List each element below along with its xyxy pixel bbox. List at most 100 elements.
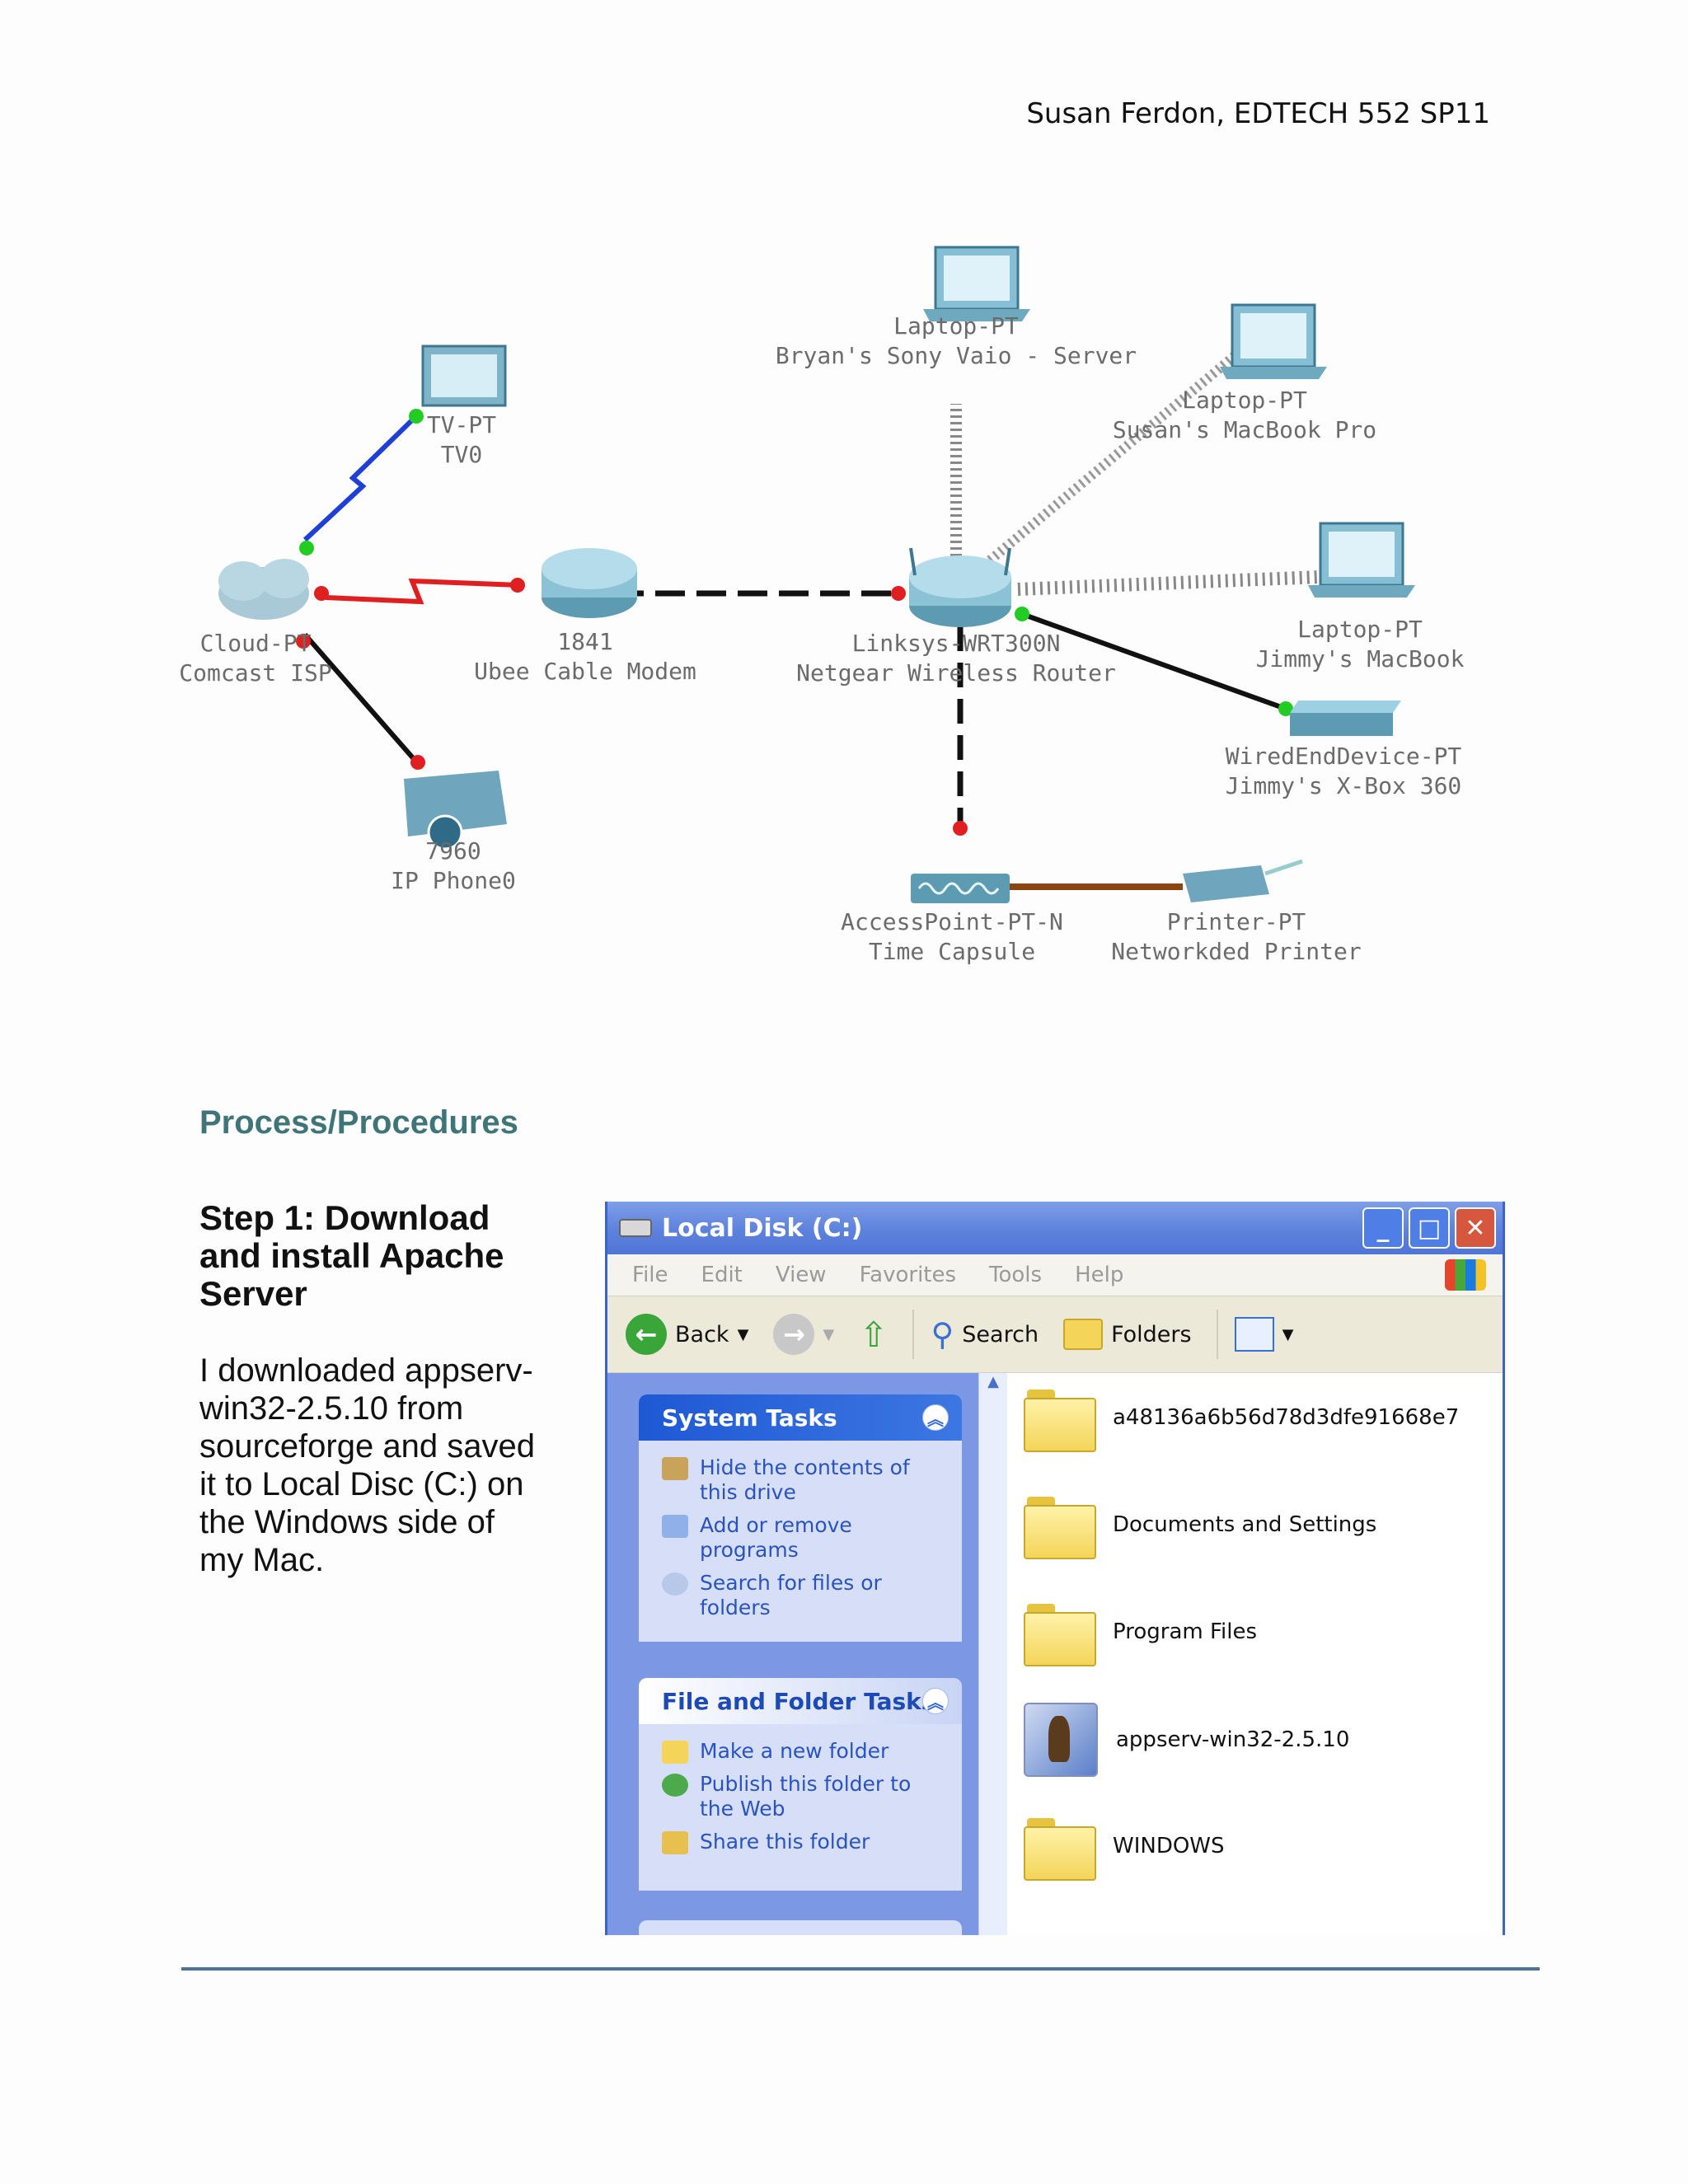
device-name-label: Comcast ISP	[179, 659, 331, 687]
device-name-label: TV0	[441, 441, 483, 468]
up-folder-button[interactable]: ⇧	[859, 1315, 888, 1355]
device-type-label: Printer-PT	[1167, 908, 1306, 935]
system-tasks-title: System Tasks	[662, 1404, 837, 1432]
forward-arrow-icon: →	[773, 1314, 815, 1355]
router-icon	[909, 547, 1011, 627]
page-header: Susan Ferdon, EDTECH 552 SP11	[1026, 97, 1490, 130]
task-add-remove-label: Add or remove programs	[700, 1513, 852, 1562]
task-pane-scrollbar[interactable]: ▲	[978, 1373, 1007, 1935]
device-type-label: TV-PT	[427, 411, 496, 438]
device-name-label: Jimmy's MacBook	[1256, 645, 1465, 673]
views-dropdown-icon: ▼	[1282, 1325, 1294, 1343]
device-type-label: 1841	[557, 628, 612, 655]
search-files-icon	[662, 1572, 688, 1596]
back-button[interactable]: ← Back ▼	[626, 1314, 748, 1355]
window-body: System Tasks ︽ Hide the contents of this…	[607, 1373, 1503, 1935]
tv-icon	[421, 344, 507, 407]
file-item[interactable]: appserv-win32-2.5.10	[1024, 1703, 1349, 1777]
task-publish-folder[interactable]: Publish this folder to the Web	[639, 1767, 962, 1825]
task-make-folder[interactable]: Make a new folder	[639, 1734, 962, 1767]
file-item[interactable]: Documents and Settings	[1024, 1493, 1377, 1559]
device-name-label: Time Capsule	[869, 938, 1035, 965]
task-hide-contents[interactable]: Hide the contents of this drive	[639, 1451, 962, 1508]
minimize-icon: _	[1376, 1213, 1390, 1243]
menu-file[interactable]: File	[632, 1263, 668, 1287]
folder-icon	[1024, 1493, 1096, 1559]
new-folder-icon	[662, 1741, 688, 1764]
publish-web-icon	[662, 1774, 688, 1797]
minimize-button[interactable]: _	[1362, 1207, 1404, 1249]
file-item[interactable]: WINDOWS	[1024, 1815, 1225, 1881]
file-folder-tasks-panel: File and Folder Tasks ︽ Make a new folde…	[639, 1678, 962, 1891]
device-name-label: Netgear Wireless Router	[796, 659, 1116, 687]
collapse-chevron-icon[interactable]: ︽	[922, 1404, 949, 1431]
forward-button[interactable]: → ▼	[773, 1314, 834, 1355]
menu-view[interactable]: View	[775, 1263, 827, 1287]
toolbar-separator	[1216, 1310, 1218, 1359]
task-add-remove-programs[interactable]: Add or remove programs	[639, 1508, 962, 1566]
task-share-folder-label: Share this folder	[700, 1830, 870, 1854]
device-name-label: Susan's MacBook Pro	[1113, 416, 1376, 443]
views-button[interactable]: ▼	[1234, 1317, 1294, 1352]
hide-contents-icon	[662, 1457, 688, 1480]
task-share-folder[interactable]: Share this folder	[639, 1825, 962, 1858]
views-icon	[1234, 1317, 1274, 1352]
back-label: Back	[675, 1321, 729, 1347]
folders-button[interactable]: Folders	[1063, 1319, 1192, 1350]
link-cloud-modem	[325, 578, 520, 605]
file-item[interactable]: a48136a6b56d78d3dfe91668e7	[1024, 1386, 1460, 1452]
maximize-button[interactable]: □	[1409, 1207, 1450, 1249]
file-name: WINDOWS	[1113, 1834, 1225, 1858]
device-type-label: Laptop-PT	[1297, 616, 1423, 643]
file-name: a48136a6b56d78d3dfe91668e7	[1113, 1405, 1460, 1430]
task-make-folder-label: Make a new folder	[700, 1739, 889, 1763]
folder-icon	[1024, 1601, 1096, 1666]
footer-rule	[181, 1967, 1540, 1971]
device-type-label: Cloud-PT	[200, 630, 312, 657]
menu-tools[interactable]: Tools	[989, 1263, 1043, 1287]
device-type-label: Linksys-WRT300N	[852, 630, 1061, 657]
step-body: I downloaded appserv-win32-2.5.10 from s…	[199, 1352, 535, 1578]
file-folder-tasks-header[interactable]: File and Folder Tasks ︽	[639, 1678, 962, 1724]
system-tasks-header[interactable]: System Tasks ︽	[639, 1394, 962, 1441]
file-name: Documents and Settings	[1113, 1512, 1377, 1537]
installer-icon	[1024, 1703, 1098, 1777]
file-item[interactable]: Program Files	[1024, 1601, 1257, 1666]
close-button[interactable]: ✕	[1455, 1207, 1496, 1249]
task-search-files[interactable]: Search for files or folders	[639, 1566, 962, 1624]
menu-favorites[interactable]: Favorites	[859, 1263, 957, 1287]
device-name-label: IP Phone0	[391, 867, 516, 894]
scroll-up-icon[interactable]: ▲	[987, 1373, 999, 1390]
xbox-icon	[1290, 701, 1401, 736]
cloud-icon	[218, 559, 309, 620]
device-name-label: Networkded Printer	[1111, 938, 1361, 965]
device-name-label: Jimmy's X-Box 360	[1226, 772, 1462, 799]
link-router-susan	[982, 350, 1240, 569]
printer-icon	[1183, 859, 1303, 902]
laptop-icon-server	[923, 246, 1030, 321]
menu-help[interactable]: Help	[1075, 1263, 1124, 1287]
back-dropdown-icon[interactable]: ▼	[737, 1325, 749, 1343]
menu-edit[interactable]: Edit	[701, 1263, 743, 1287]
link-status-dots	[296, 409, 1293, 836]
ip-phone-icon	[404, 771, 507, 851]
forward-dropdown-icon[interactable]: ▼	[823, 1325, 835, 1343]
window-titlebar[interactable]: Local Disk (C:) _ □ ✕	[607, 1202, 1503, 1254]
toolbar: ← Back ▼ → ▼ ⇧ ⚲ Search Folders ▼	[607, 1296, 1503, 1373]
device-type-label: WiredEndDevice-PT	[1226, 743, 1462, 770]
task-search-files-label: Search for files or folders	[700, 1571, 882, 1619]
step-title: Step 1: Download and install Apache Serv…	[199, 1198, 504, 1313]
link-cloud-tv	[302, 410, 423, 542]
close-icon: ✕	[1465, 1213, 1486, 1243]
file-list: a48136a6b56d78d3dfe91668e7 Documents and…	[1007, 1373, 1503, 1935]
explorer-window: Local Disk (C:) _ □ ✕ File Edit View Fav…	[605, 1202, 1505, 1935]
search-button[interactable]: ⚲ Search	[931, 1316, 1039, 1352]
link-router-xbox	[1020, 612, 1287, 711]
collapse-chevron-icon[interactable]: ︽	[922, 1688, 949, 1714]
device-name-label: Bryan's Sony Vaio - Server	[776, 342, 1137, 369]
device-type-label: AccessPoint-PT-N	[841, 908, 1063, 935]
section-title: Process/Procedures	[199, 1104, 518, 1141]
folder-icon	[1024, 1386, 1096, 1452]
search-icon: ⚲	[931, 1316, 954, 1352]
